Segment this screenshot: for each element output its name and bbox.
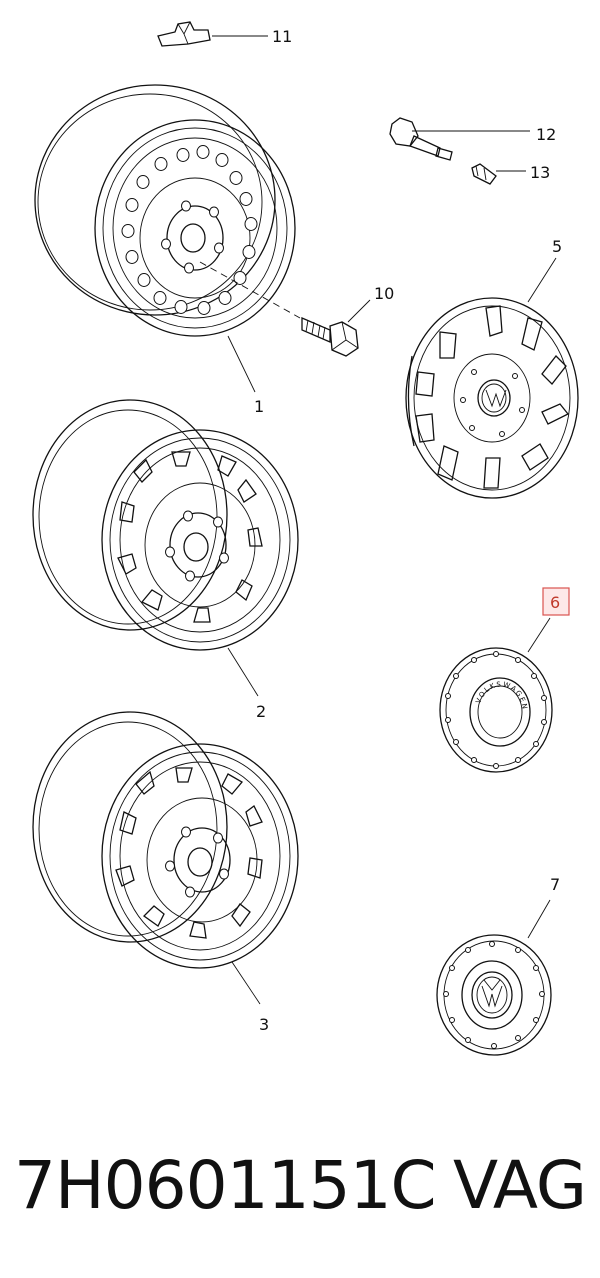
part-number: 7H0601151C xyxy=(14,1146,437,1224)
callout-6: 6 xyxy=(550,593,560,612)
callout-12: 12 xyxy=(536,125,556,144)
valve-cap-13[interactable] xyxy=(471,163,526,185)
callout-13: 13 xyxy=(530,163,550,182)
diagram-svg: 11 1 xyxy=(32,21,579,1056)
center-cap-6[interactable]: VOLKSWAGEN xyxy=(439,617,553,773)
callout-2: 2 xyxy=(256,702,266,721)
callout-11: 11 xyxy=(272,27,292,46)
callout-3: 3 xyxy=(259,1015,269,1034)
wheel-cover-5[interactable] xyxy=(405,257,579,499)
callout-5: 5 xyxy=(552,237,562,256)
callout-7: 7 xyxy=(550,875,560,894)
wheel-bolt-10[interactable] xyxy=(301,299,371,357)
parts-diagram: 11 1 xyxy=(32,21,579,1056)
part-caption: 7H0601151C VAG xyxy=(0,1140,600,1230)
callout-1: 1 xyxy=(254,397,264,416)
steel-wheel-1[interactable] xyxy=(34,84,301,393)
callout-10: 10 xyxy=(374,284,394,303)
callout-6-highlight[interactable]: 6 xyxy=(542,587,570,616)
steel-wheel-3[interactable] xyxy=(32,711,299,1005)
brand-name: VAG xyxy=(452,1146,587,1224)
steel-wheel-2[interactable] xyxy=(32,399,299,697)
center-cap-7[interactable] xyxy=(436,899,552,1056)
balance-weight-11[interactable] xyxy=(157,21,268,47)
valve-12[interactable] xyxy=(389,117,530,161)
